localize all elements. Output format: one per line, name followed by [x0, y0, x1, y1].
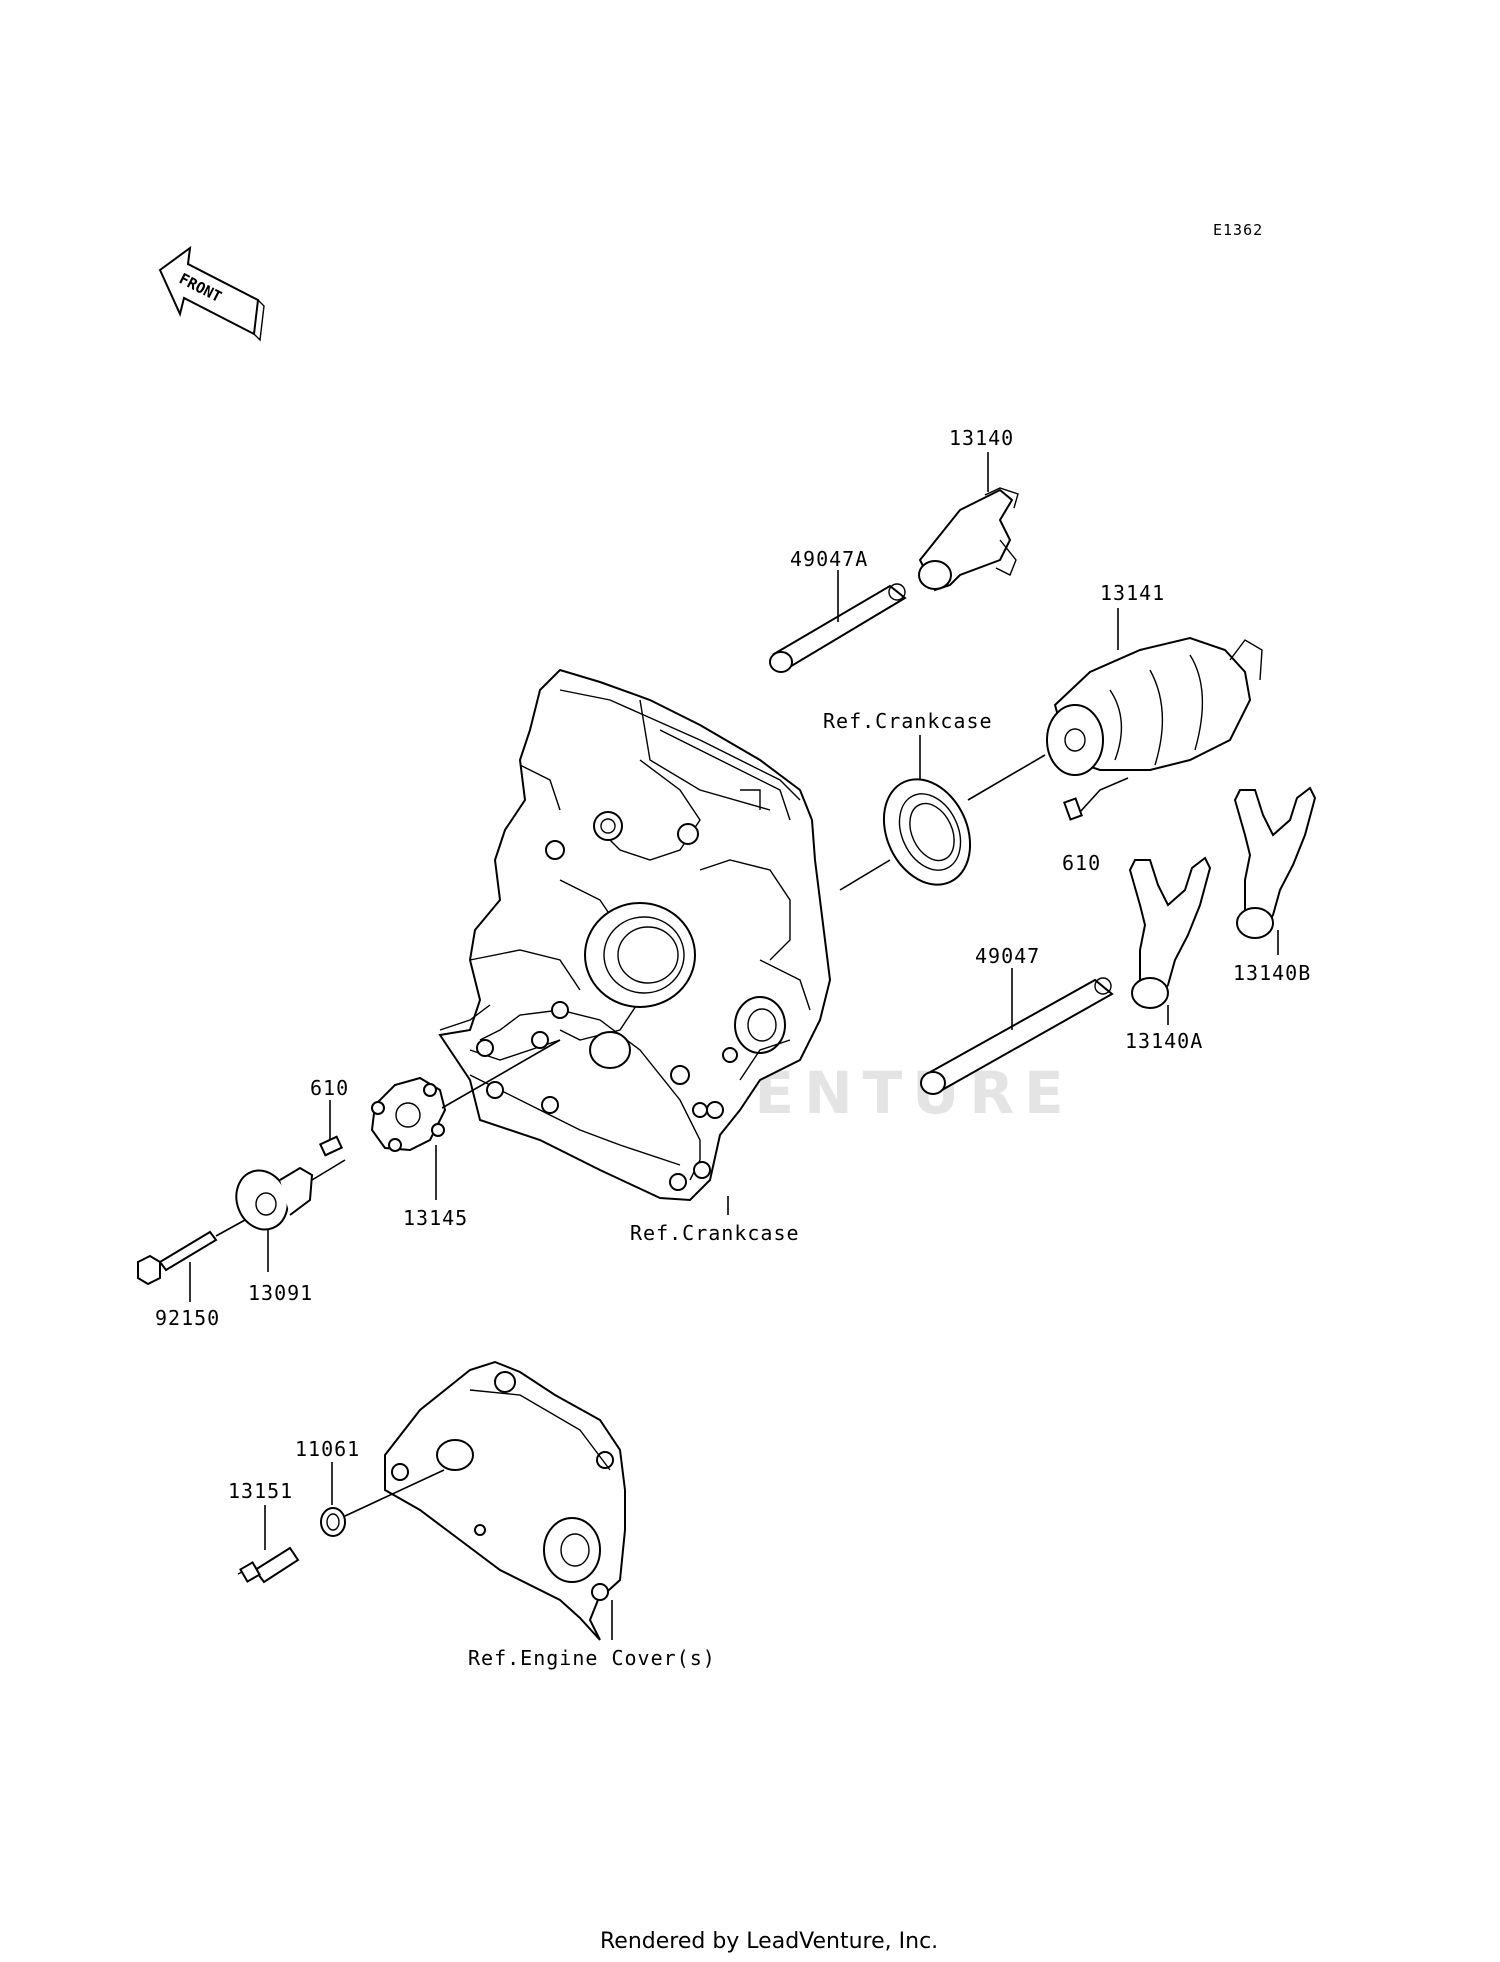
shift-rod-49047A [769, 583, 907, 673]
front-arrow-icon: FRONT [158, 245, 265, 342]
ref-crankcase-top: Ref.Crankcase [823, 709, 993, 733]
part-label-13140: 13140 [949, 426, 1014, 450]
part-label-13141: 13141 [1100, 581, 1165, 605]
part-label-49047: 49047 [975, 944, 1040, 968]
part-label-49047A: 49047A [790, 547, 868, 571]
bolt-92150 [137, 1230, 218, 1286]
part-label-13145: 13145 [403, 1206, 468, 1230]
part-label-13140B: 13140B [1233, 961, 1311, 985]
ref-crankcase-bottom: Ref.Crankcase [630, 1221, 800, 1245]
diagram-code: E1362 [1213, 221, 1263, 239]
part-label-11061: 11061 [295, 1437, 360, 1461]
pin-610-top [1063, 797, 1083, 821]
bearing [882, 778, 972, 886]
footer-credit: Rendered by LeadVenture, Inc. [600, 1929, 938, 1954]
pin-610-left [318, 1135, 344, 1157]
shift-fork-13140B [1233, 786, 1317, 939]
part-label-610-left: 610 [310, 1076, 349, 1100]
shift-cam-13145 [370, 1076, 447, 1152]
shift-rod-49047 [920, 977, 1114, 1095]
part-label-610-top: 610 [1062, 851, 1101, 875]
engine-cover [384, 1360, 626, 1641]
switch-13151 [237, 1546, 300, 1584]
shift-drum-13141 [1046, 636, 1263, 776]
part-label-13140A: 13140A [1125, 1029, 1203, 1053]
ref-engine-cover: Ref.Engine Cover(s) [468, 1646, 716, 1670]
part-label-13151: 13151 [228, 1479, 293, 1503]
shift-fork-13140 [918, 487, 1019, 592]
washer-11061 [320, 1507, 346, 1537]
crankcase-outline [438, 668, 832, 1202]
plate-13091 [235, 1166, 314, 1231]
part-label-92150: 92150 [155, 1306, 220, 1330]
part-label-13091: 13091 [248, 1281, 313, 1305]
shift-fork-13140A [1128, 856, 1212, 1009]
